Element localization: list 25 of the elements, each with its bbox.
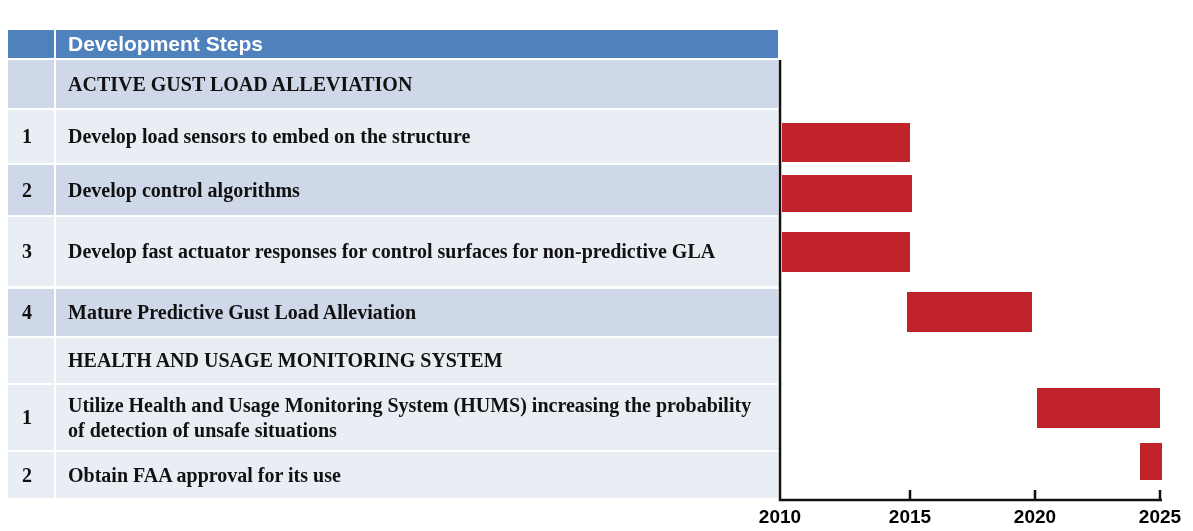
timeline-bar <box>782 232 910 272</box>
step-description: Mature Predictive Gust Load Alleviation <box>68 300 417 325</box>
step-number: 3 <box>22 239 32 264</box>
step-number: 2 <box>22 462 32 488</box>
section-heading: ACTIVE GUST LOAD ALLEVIATION <box>68 71 413 97</box>
step-number: 4 <box>22 300 32 325</box>
axis-tick-label: 2015 <box>887 506 933 528</box>
step-description: Develop control algorithms <box>68 177 300 203</box>
axis-tick-label: 2020 <box>1012 506 1058 528</box>
step-number: 1 <box>22 405 32 430</box>
axis-tick-label: 2010 <box>757 506 803 528</box>
timeline-bar <box>907 292 1032 332</box>
timeline-bar <box>782 123 910 162</box>
timeline-bar <box>1037 388 1160 428</box>
axis-tick-label: 2025 <box>1137 506 1183 528</box>
step-number: 1 <box>22 124 32 149</box>
step-description: Obtain FAA approval for its use <box>68 462 341 488</box>
step-description: Utilize Health and Usage Monitoring System (HUMS) increasing the probability of detection of unsafe situations <box>68 392 753 443</box>
timeline-bar <box>1140 443 1162 480</box>
section-heading: HEALTH AND USAGE MONITORING SYSTEM <box>68 348 503 373</box>
column-header: Development Steps <box>68 32 263 56</box>
step-number: 2 <box>22 177 32 203</box>
step-description: Develop fast actuator responses for control surfaces for non-predictive GLA <box>68 239 716 264</box>
step-description: Develop load sensors to embed on the structure <box>68 124 471 149</box>
timeline-bar <box>782 175 912 212</box>
